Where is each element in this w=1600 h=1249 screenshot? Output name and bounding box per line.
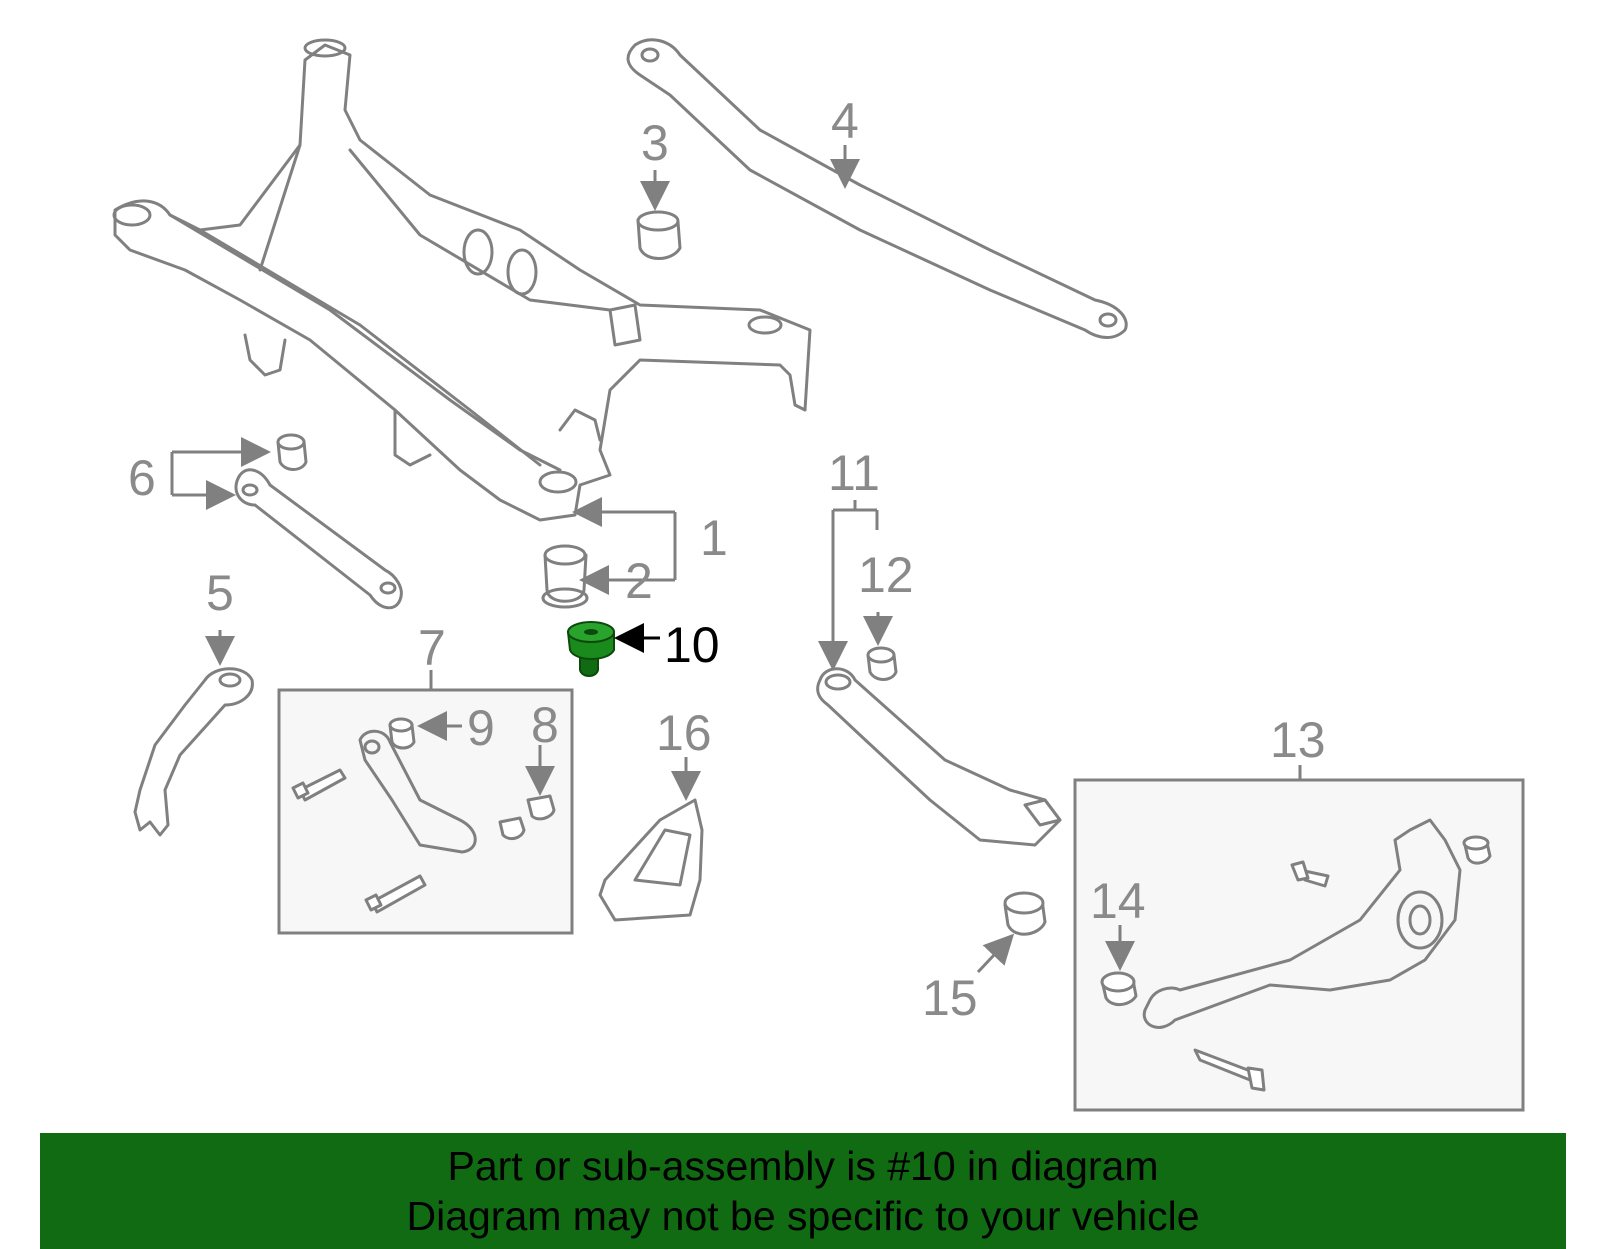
callout-9: 9 bbox=[467, 700, 495, 756]
knuckle-part-13 bbox=[1100, 818, 1492, 1092]
footer-banner: Part or sub-assembly is #10 in diagram D… bbox=[40, 1133, 1566, 1249]
lateral-link-part bbox=[626, 38, 1128, 339]
callout-2: 2 bbox=[625, 553, 653, 609]
bushing-part-12 bbox=[866, 646, 898, 681]
arm-part-7 bbox=[291, 717, 556, 914]
callout-4: 4 bbox=[831, 93, 859, 149]
nut-part-15 bbox=[1003, 891, 1047, 936]
callout-10-highlighted: 10 bbox=[664, 617, 720, 673]
callout-1: 1 bbox=[700, 510, 728, 566]
callout-15: 15 bbox=[922, 970, 978, 1026]
subframe-part bbox=[112, 38, 812, 522]
leader-lines bbox=[170, 145, 1302, 974]
link-part-5 bbox=[133, 667, 254, 837]
callout-3: 3 bbox=[641, 115, 669, 171]
callout-13: 13 bbox=[1270, 712, 1326, 768]
callout-14: 14 bbox=[1090, 873, 1146, 929]
assembly-box-13 bbox=[1073, 778, 1525, 1112]
bracket-part-16 bbox=[598, 798, 704, 922]
link-part-6 bbox=[234, 433, 403, 610]
callout-12: 12 bbox=[858, 547, 914, 603]
callout-6: 6 bbox=[128, 450, 156, 506]
footer-line-part-info: Part or sub-assembly is #10 in diagram bbox=[447, 1143, 1159, 1189]
arm-part-11 bbox=[816, 667, 1062, 847]
footer-line-disclaimer: Diagram may not be specific to your vehi… bbox=[406, 1193, 1200, 1239]
highlighted-part-10 bbox=[566, 621, 615, 677]
callout-7: 7 bbox=[418, 620, 446, 676]
callout-11: 11 bbox=[828, 445, 880, 501]
callout-8: 8 bbox=[531, 697, 559, 753]
bushing-part-3 bbox=[636, 210, 682, 260]
bushing-part-2 bbox=[541, 544, 589, 609]
callout-16: 16 bbox=[656, 705, 712, 761]
callout-5: 5 bbox=[206, 565, 234, 621]
